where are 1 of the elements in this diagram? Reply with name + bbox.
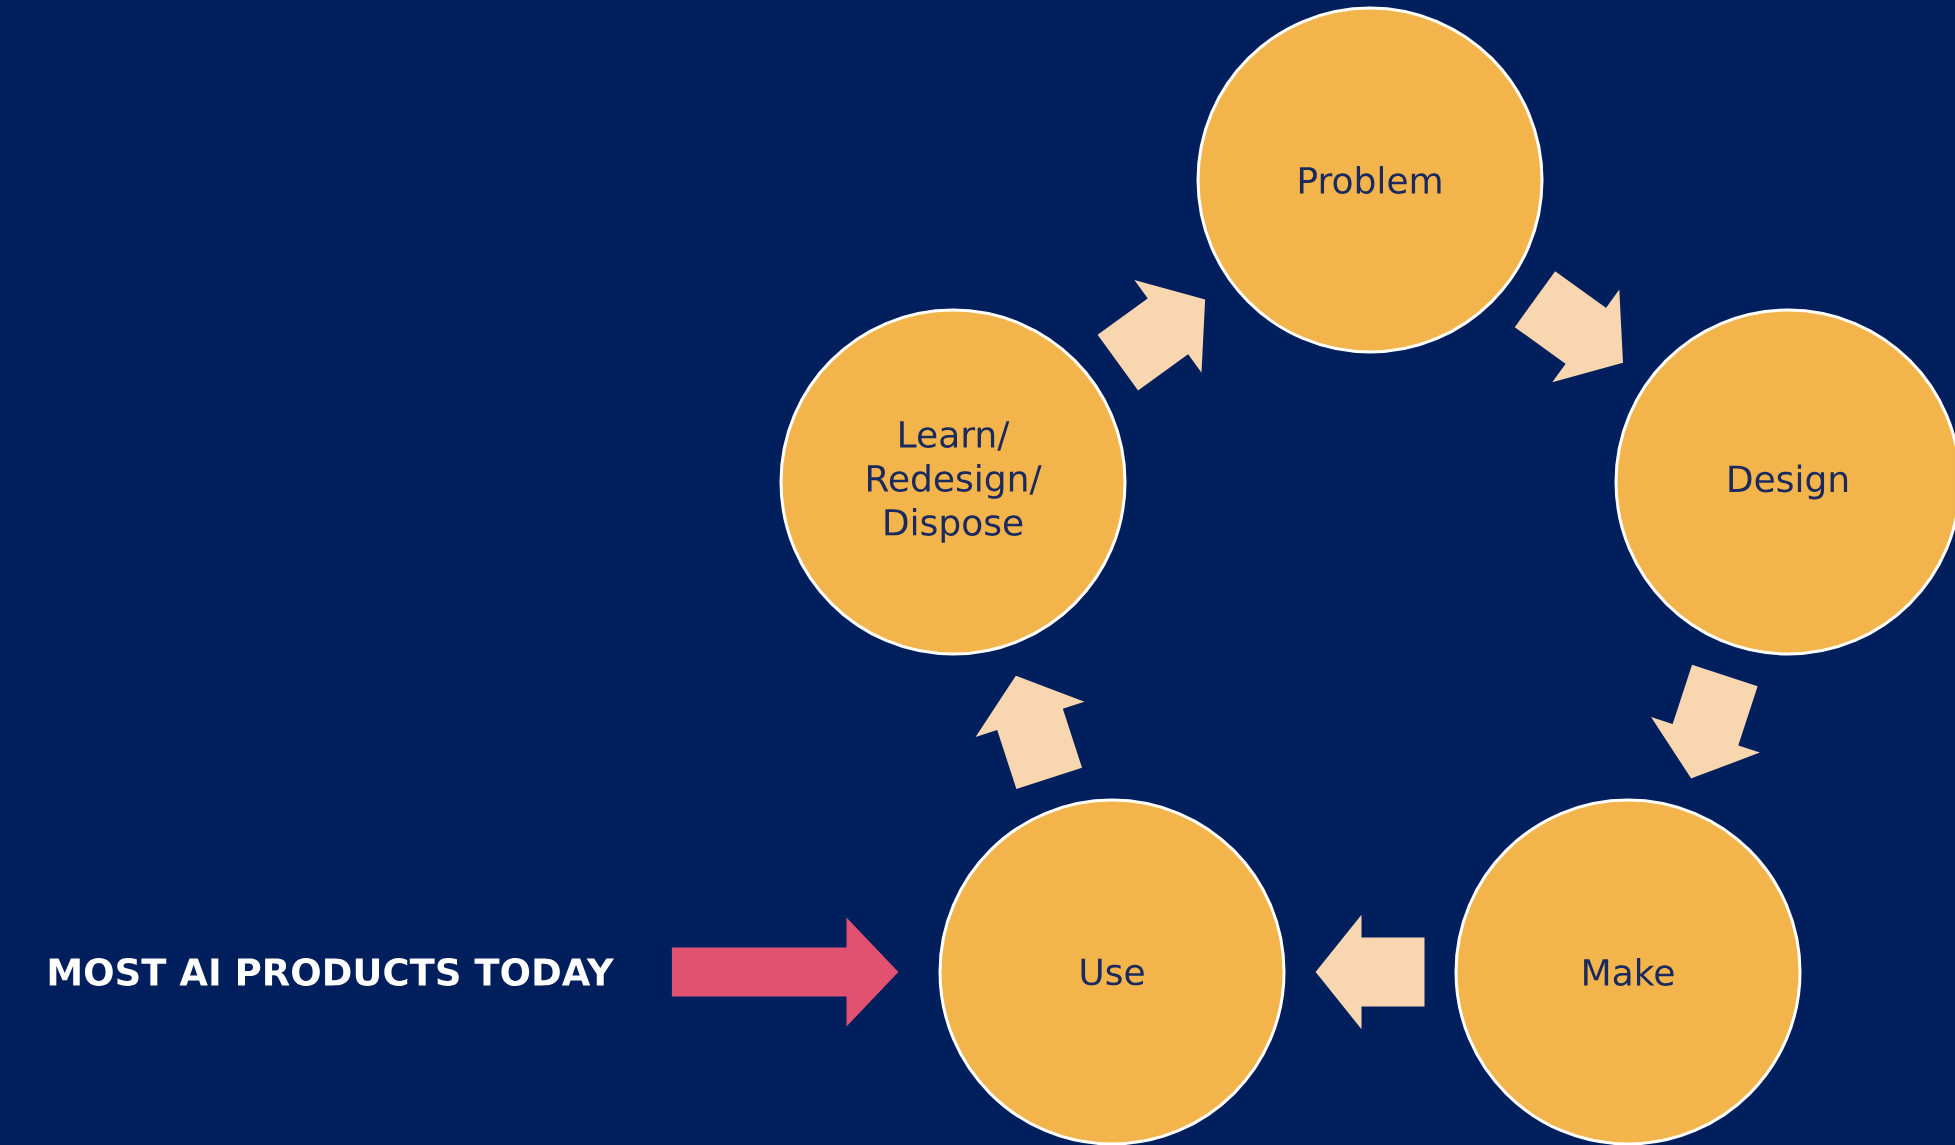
callout-text: MOST AI PRODUCTS TODAY (49, 958, 614, 986)
